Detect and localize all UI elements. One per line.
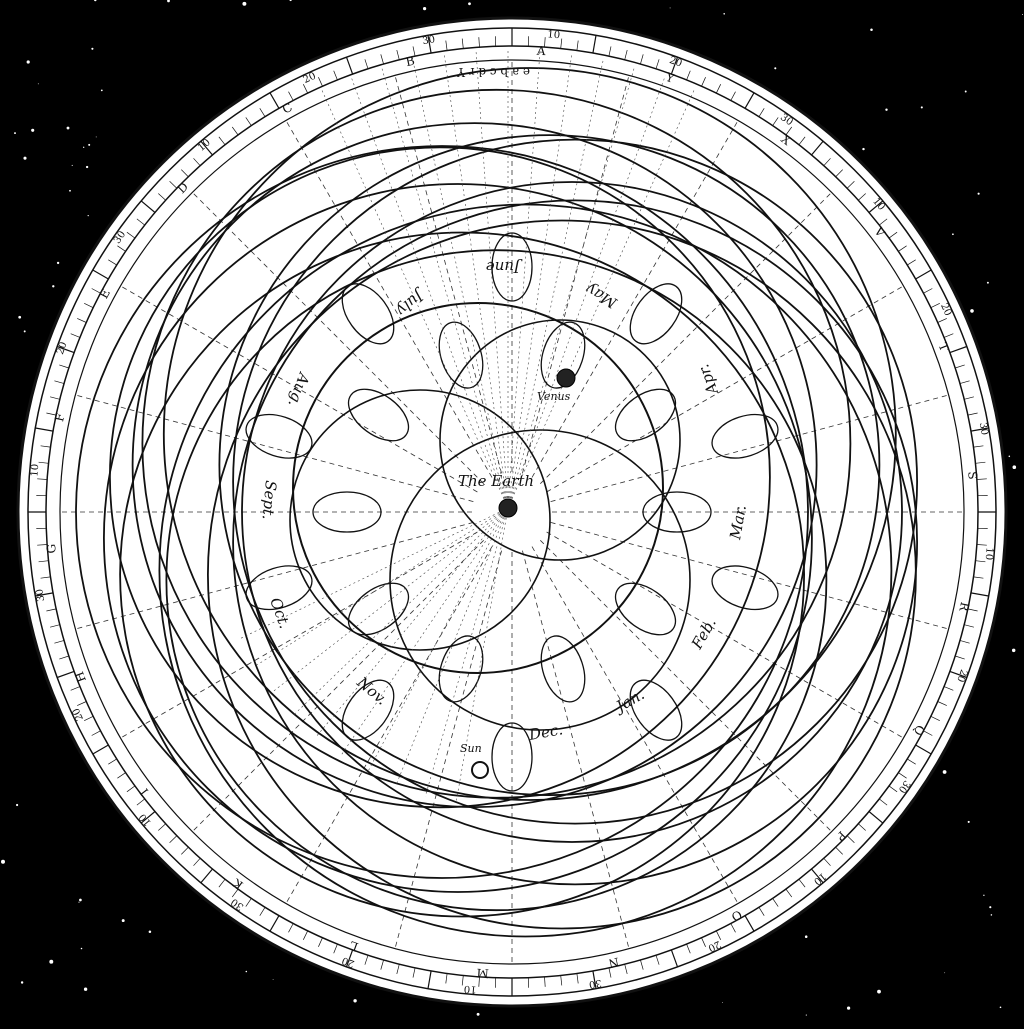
speck bbox=[246, 971, 248, 973]
speck bbox=[423, 7, 426, 10]
rim-degree-label: 30 bbox=[34, 588, 47, 602]
speck bbox=[31, 129, 34, 132]
speck bbox=[870, 28, 873, 31]
speck bbox=[1012, 649, 1015, 652]
rim-letter: M bbox=[476, 966, 489, 981]
speck bbox=[84, 988, 87, 991]
speck bbox=[989, 906, 991, 908]
speck bbox=[885, 109, 887, 111]
speck bbox=[877, 990, 881, 994]
speck bbox=[968, 821, 970, 823]
speck bbox=[1, 860, 5, 864]
speck bbox=[273, 979, 274, 980]
speck bbox=[987, 282, 989, 284]
speck bbox=[67, 127, 70, 130]
speck bbox=[94, 0, 96, 1]
rim-degree-label: 30 bbox=[977, 422, 990, 436]
rim-degree-label: 10 bbox=[463, 983, 477, 995]
speck bbox=[38, 83, 39, 84]
zodiac-top-label: e a b c d r Y bbox=[456, 65, 530, 79]
speck bbox=[289, 0, 291, 1]
speck bbox=[18, 316, 21, 319]
month-label-june: June bbox=[486, 258, 523, 276]
speck bbox=[670, 7, 671, 8]
speck bbox=[83, 147, 84, 148]
sun-icon bbox=[472, 762, 488, 778]
speck bbox=[943, 770, 947, 774]
speck bbox=[16, 804, 18, 806]
speck bbox=[91, 48, 93, 50]
speck bbox=[1022, 14, 1023, 15]
speck bbox=[14, 132, 16, 134]
speck bbox=[468, 2, 471, 5]
rim-letter: S bbox=[965, 471, 980, 480]
speck bbox=[72, 165, 73, 166]
speck bbox=[78, 902, 79, 903]
rim-degree-label: 10 bbox=[547, 29, 561, 41]
speck bbox=[96, 136, 97, 137]
month-label-sept: Sept. bbox=[259, 480, 280, 521]
speck bbox=[983, 895, 984, 896]
speck bbox=[81, 948, 83, 950]
speck bbox=[921, 106, 923, 108]
speck bbox=[970, 309, 974, 313]
speck bbox=[862, 148, 864, 150]
speck bbox=[49, 960, 53, 964]
speck bbox=[944, 972, 945, 973]
speck bbox=[353, 999, 356, 1002]
speck bbox=[122, 919, 125, 922]
rim-letter: A bbox=[535, 44, 546, 59]
speck bbox=[847, 1006, 850, 1009]
rim-letter: G bbox=[44, 543, 59, 554]
speck bbox=[952, 233, 954, 235]
speck bbox=[149, 931, 152, 934]
rim-degree-label: 30 bbox=[588, 977, 602, 990]
earth-label: The Earth bbox=[458, 472, 534, 490]
speck bbox=[27, 60, 30, 63]
venus-icon bbox=[557, 369, 575, 387]
speck bbox=[991, 914, 993, 916]
speck bbox=[21, 981, 23, 983]
speck bbox=[805, 935, 808, 938]
speck bbox=[24, 330, 26, 332]
speck bbox=[1000, 1006, 1002, 1008]
rim-degree-label: 30 bbox=[422, 34, 436, 47]
venus-label: Venus bbox=[537, 390, 571, 403]
speck bbox=[86, 166, 88, 168]
speck bbox=[774, 67, 776, 69]
speck bbox=[242, 2, 246, 6]
speck bbox=[806, 1015, 807, 1016]
speck bbox=[978, 193, 980, 195]
speck bbox=[723, 13, 725, 15]
rim-degree-label: 10 bbox=[29, 463, 41, 477]
speck bbox=[101, 90, 103, 92]
speck bbox=[88, 215, 89, 216]
rim-degree-label: 10 bbox=[983, 547, 995, 561]
speck bbox=[88, 144, 90, 146]
speck bbox=[23, 157, 26, 160]
speck bbox=[1013, 465, 1017, 469]
earth-icon bbox=[499, 499, 517, 517]
speck bbox=[79, 899, 82, 902]
speck bbox=[167, 0, 170, 2]
speck bbox=[1009, 456, 1011, 458]
speck bbox=[69, 190, 71, 192]
speck bbox=[722, 1002, 723, 1003]
speck bbox=[52, 285, 54, 287]
sun-label: Sun bbox=[460, 742, 482, 755]
speck bbox=[477, 1013, 480, 1016]
speck bbox=[57, 262, 59, 264]
speck bbox=[965, 91, 967, 93]
